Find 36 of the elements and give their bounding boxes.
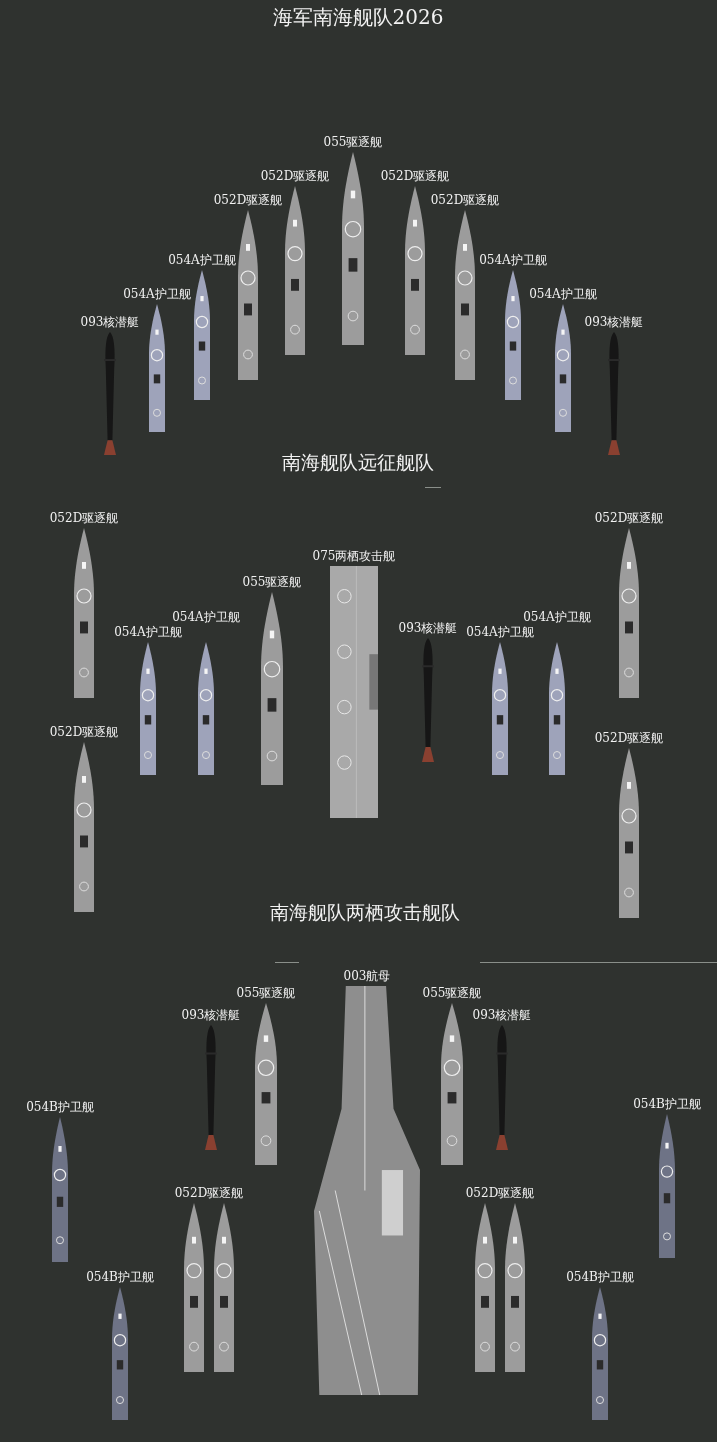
ship-label: 055驱逐舰 (422, 987, 482, 1000)
ship-label: 052D驱逐舰 (430, 194, 500, 207)
ship-label: 052D驱逐舰 (594, 512, 664, 525)
ship-label: 055驱逐舰 (323, 136, 383, 149)
ship-label: 052D驱逐舰 (174, 1187, 244, 1200)
ship-label: 093核潜艇 (584, 316, 644, 329)
ship-label: 093核潜艇 (472, 1009, 532, 1022)
ship-label: 052D驱逐舰 (260, 170, 330, 183)
ship-label: 054B护卫舰 (86, 1271, 154, 1284)
ship-label: 054A护卫舰 (123, 288, 191, 301)
ship-label: 054A护卫舰 (529, 288, 597, 301)
ship-label: 054A护卫舰 (479, 254, 547, 267)
section-heading: 南海舰队两栖攻击舰队 (270, 902, 460, 923)
ship-label: 054A护卫舰 (168, 254, 236, 267)
title: 海军南海舰队2026 (272, 6, 444, 28)
ship-label: 055驱逐舰 (242, 576, 302, 589)
ship-label: 052D驱逐舰 (594, 732, 664, 745)
ship-label: 093核潜艇 (181, 1009, 241, 1022)
ship-label: 054B护卫舰 (26, 1101, 94, 1114)
ship-label: 093核潜艇 (398, 622, 458, 635)
ship-label: 052D驱逐舰 (213, 194, 283, 207)
ship-label: 055驱逐舰 (236, 987, 296, 1000)
ship-label: 054B护卫舰 (566, 1271, 634, 1284)
ship-label: 054A护卫舰 (114, 626, 182, 639)
ship-label: 054A护卫舰 (466, 626, 534, 639)
ship-label: 052D驱逐舰 (49, 512, 119, 525)
ship-label: 075两栖攻击舰 (312, 550, 396, 563)
ship-label: 052D驱逐舰 (465, 1187, 535, 1200)
ship-label: 003航母 (343, 970, 391, 983)
ship-label: 054A护卫舰 (172, 611, 240, 624)
section-heading: 南海舰队远征舰队 (282, 452, 434, 473)
ship-label: 052D驱逐舰 (49, 726, 119, 739)
ship-label: 054A护卫舰 (523, 611, 591, 624)
ship-label: 054B护卫舰 (633, 1098, 701, 1111)
ship-label: 052D驱逐舰 (380, 170, 450, 183)
ship-label: 093核潜艇 (80, 316, 140, 329)
